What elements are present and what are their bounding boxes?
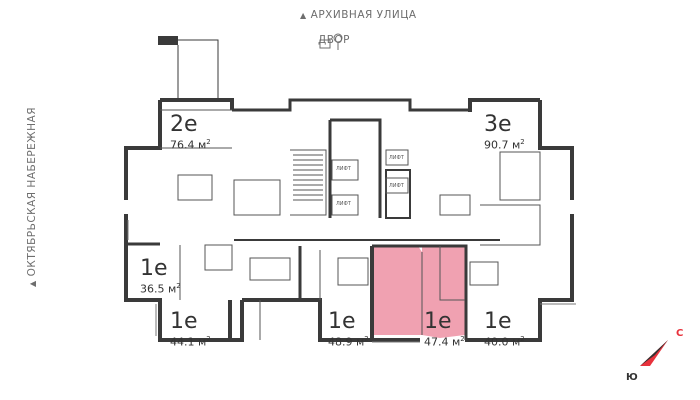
compass-north-label: С: [676, 328, 684, 339]
interior-lines: [160, 109, 541, 340]
highlighted-apartment-fill: [374, 246, 422, 335]
roof-marker-line: [178, 39, 219, 100]
balconies: [127, 220, 576, 343]
highlighted-apartment-right-fill: [422, 246, 465, 338]
lift-label: ЛИФТ: [336, 201, 351, 207]
street-top-label: ▲АРХИВНАЯ УЛИЦА: [300, 9, 417, 21]
apartment-2e-76[interactable]: 2е 76.4 м2: [170, 112, 211, 152]
lift-label: ЛИФТ: [389, 155, 404, 161]
apartment-1e-44[interactable]: 1е 44.1 м2: [170, 309, 211, 349]
street-left-label: ▲ОКТЯБРЬСКАЯ НАБЕРЕЖНАЯ: [26, 107, 38, 287]
apartment-1e-47[interactable]: 1е 47.4 м2: [424, 309, 465, 349]
yard-label: ДВОР: [318, 34, 351, 46]
apartment-1e-40[interactable]: 1е 40.0 м2: [484, 309, 525, 349]
direction-triangle-icon: ▲: [28, 280, 37, 287]
apartment-1e-36[interactable]: 1е 36.5 м2: [140, 256, 181, 296]
yard-icon: [319, 33, 343, 50]
apartment-1e-48[interactable]: 1е 48.9 м2: [328, 309, 369, 349]
apartment-3e-90[interactable]: 3е 90.7 м2: [484, 112, 525, 152]
roof-marker: [158, 36, 178, 45]
walls: [124, 98, 574, 342]
direction-triangle-icon: ▲: [300, 11, 307, 20]
lift-label: ЛИФТ: [389, 183, 404, 189]
compass-south-label: Ю: [626, 372, 638, 383]
compass-icon: [640, 340, 668, 366]
lift-label: ЛИФТ: [336, 166, 351, 172]
